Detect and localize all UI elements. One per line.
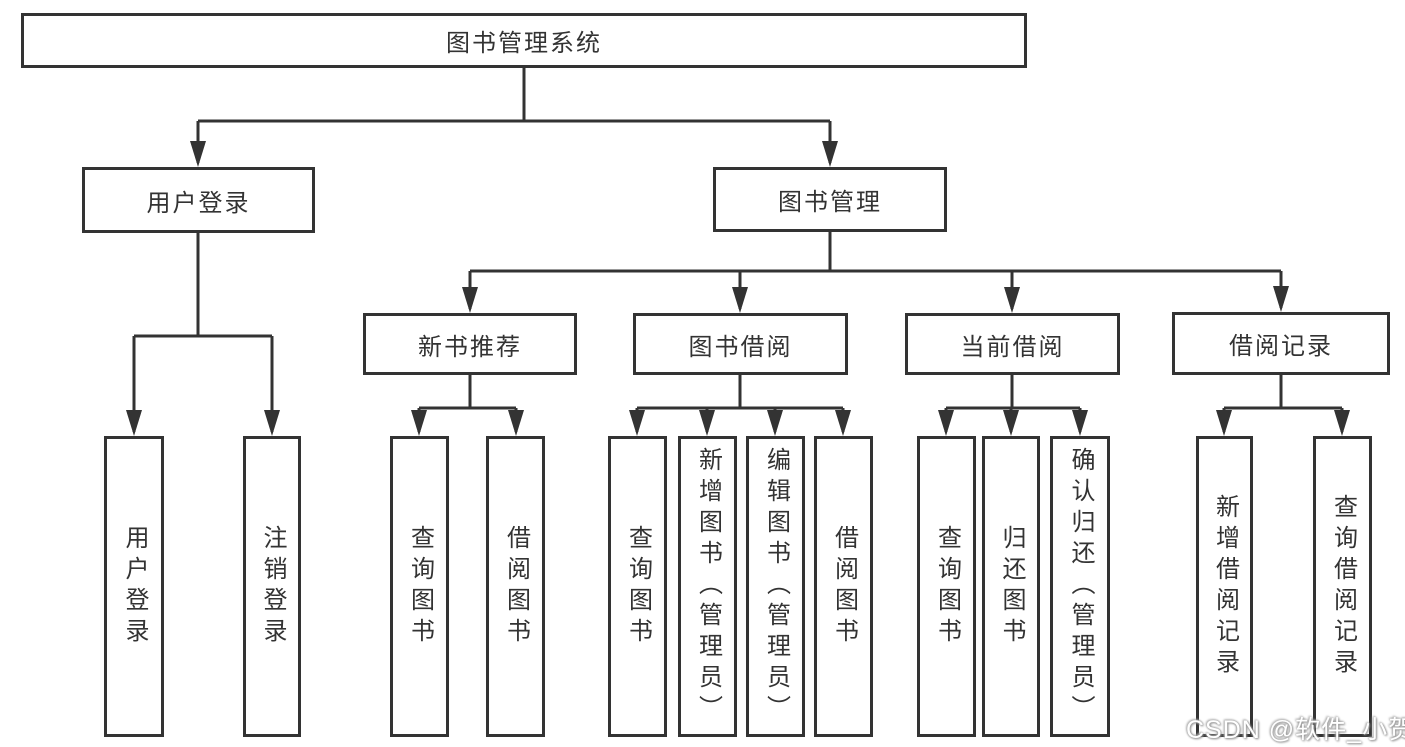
watermark: CSDN @软件_小贺同学 [1186, 716, 1405, 744]
leaf-newbooks-query-books: 查询图书 [390, 436, 449, 737]
node-borrowing-records: 借阅记录 [1172, 312, 1390, 375]
node-new-book-recommend: 新书推荐 [363, 313, 577, 375]
node-book-borrowing: 图书借阅 [633, 313, 848, 375]
node-user-login: 用户登录 [82, 167, 315, 233]
node-book-management: 图书管理 [713, 167, 947, 232]
leaf-current-return-books: 归还图书 [982, 436, 1040, 737]
leaf-user-login: 用户登录 [104, 436, 164, 737]
arrowheads [126, 141, 1350, 436]
node-current-borrowing: 当前借阅 [905, 313, 1120, 375]
leaf-borrow-add-books-admin: 新增图书（管理员） [678, 436, 737, 737]
leaf-records-add-record: 新增借阅记录 [1196, 436, 1253, 737]
node-root: 图书管理系统 [21, 13, 1027, 68]
leaf-newbooks-borrow-books: 借阅图书 [486, 436, 545, 737]
leaf-logout: 注销登录 [243, 436, 301, 737]
leaf-current-confirm-return-admin: 确认归还（管理员） [1050, 436, 1110, 737]
leaf-borrow-edit-books-admin: 编辑图书（管理员） [746, 436, 805, 737]
leaf-current-query-books: 查询图书 [917, 436, 976, 737]
leaf-borrow-query-books: 查询图书 [608, 436, 667, 737]
leaf-borrow-borrow-books: 借阅图书 [814, 436, 873, 737]
leaf-records-query-record: 查询借阅记录 [1313, 436, 1372, 737]
